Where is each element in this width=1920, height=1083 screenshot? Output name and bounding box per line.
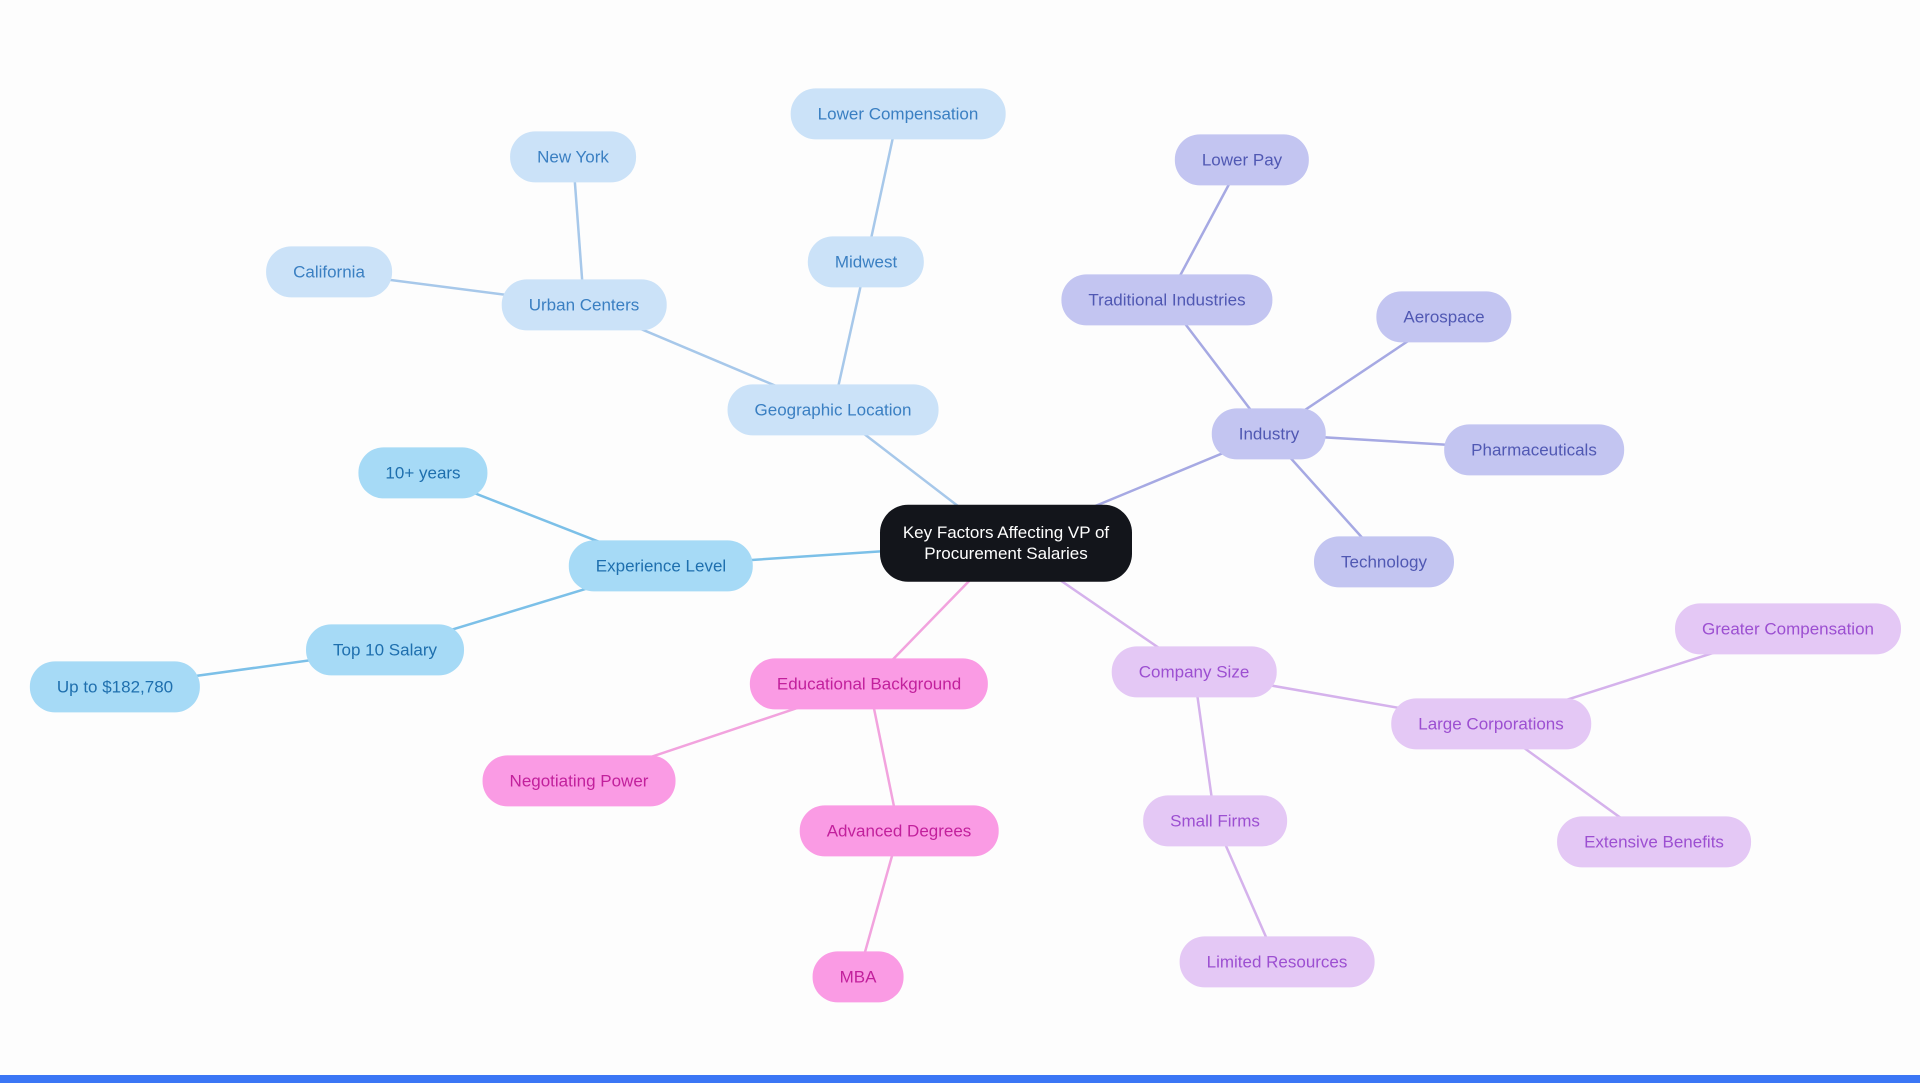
node-experience-level[interactable]: Experience Level [568, 540, 754, 592]
node-extensive-benefits[interactable]: Extensive Benefits [1557, 816, 1751, 868]
node-center[interactable]: Key Factors Affecting VP of Procurement … [880, 504, 1132, 582]
node-lower-compensation[interactable]: Lower Compensation [790, 88, 1006, 140]
node-lower-pay[interactable]: Lower Pay [1174, 134, 1310, 186]
node-mba[interactable]: MBA [812, 951, 904, 1003]
node-small-firms[interactable]: Small Firms [1143, 795, 1287, 847]
node-company-size[interactable]: Company Size [1111, 646, 1277, 698]
node-traditional-industries[interactable]: Traditional Industries [1061, 274, 1273, 326]
bottom-edge-bar [0, 1075, 1920, 1083]
node-technology[interactable]: Technology [1313, 536, 1455, 588]
node-midwest[interactable]: Midwest [807, 236, 925, 288]
node-aerospace[interactable]: Aerospace [1376, 291, 1512, 343]
node-large-corporations[interactable]: Large Corporations [1391, 698, 1591, 750]
node-greater-compensation[interactable]: Greater Compensation [1675, 603, 1901, 655]
node-educational-background[interactable]: Educational Background [749, 658, 989, 710]
node-pharmaceuticals[interactable]: Pharmaceuticals [1444, 424, 1624, 476]
node-california[interactable]: California [266, 246, 392, 298]
node-new-york[interactable]: New York [510, 131, 636, 183]
node-advanced-degrees[interactable]: Advanced Degrees [799, 805, 999, 857]
node-up-to-182780[interactable]: Up to $182,780 [29, 661, 201, 713]
node-negotiating-power[interactable]: Negotiating Power [482, 755, 676, 807]
node-industry[interactable]: Industry [1211, 408, 1327, 460]
node-limited-resources[interactable]: Limited Resources [1179, 936, 1375, 988]
node-10-plus-years[interactable]: 10+ years [358, 447, 488, 499]
node-geographic-location[interactable]: Geographic Location [727, 384, 939, 436]
node-urban-centers[interactable]: Urban Centers [501, 279, 667, 331]
node-top-10-salary[interactable]: Top 10 Salary [306, 624, 464, 676]
